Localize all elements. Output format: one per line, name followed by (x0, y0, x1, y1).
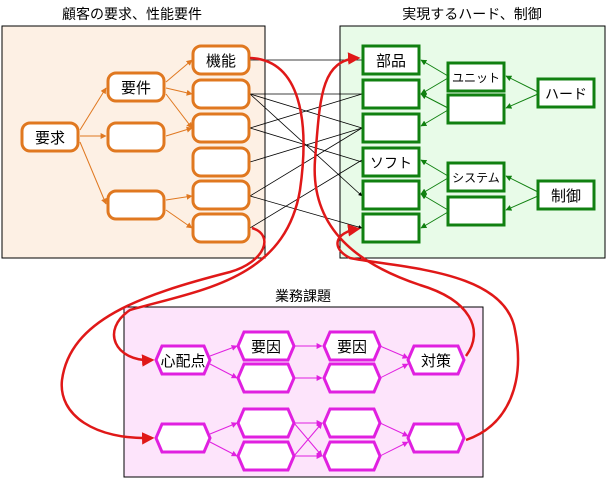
spec-box-3 (106, 189, 166, 221)
system-box (446, 161, 506, 193)
measure-label: 対策 (421, 352, 451, 370)
function-parts-links (249, 59, 363, 229)
software-label: ソフト (370, 156, 412, 172)
arrow (209, 363, 238, 379)
function-box-4 (191, 146, 251, 178)
spec-box-2 (106, 121, 166, 153)
arrow (420, 59, 449, 77)
function-box-2 (191, 78, 251, 110)
arrow (505, 75, 539, 93)
business-hexagons (154, 330, 466, 472)
parts-box-3 (361, 112, 421, 144)
link (249, 93, 363, 197)
parts-box-2 (361, 78, 421, 110)
hard-label: ハード (545, 87, 587, 103)
arrow (293, 422, 323, 457)
function-to-issue-arrow (60, 226, 266, 445)
parts-label: 部品 (376, 52, 406, 70)
link (249, 127, 363, 197)
arrow (420, 159, 449, 177)
arrow (379, 345, 409, 359)
arrow (209, 345, 238, 357)
system-label: システム (452, 171, 500, 185)
arrow (505, 93, 539, 109)
spec-label: 要件 (121, 79, 151, 97)
factor2-hex-3 (322, 407, 382, 439)
link (249, 195, 363, 229)
worry-hex (154, 344, 212, 376)
system-box-2 (446, 195, 506, 227)
unit-box-2 (446, 93, 506, 125)
software-box-2 (361, 179, 421, 211)
arrow (420, 211, 449, 229)
arrow (420, 93, 449, 109)
factor-hex-3 (236, 407, 296, 439)
arrow (79, 87, 107, 131)
arrow (505, 195, 539, 211)
arrow (165, 87, 193, 96)
arrow (165, 126, 193, 137)
factor-hex-2 (236, 362, 296, 394)
hardware-arrows (420, 59, 539, 229)
control-box (536, 179, 596, 211)
measure-hex-2 (406, 422, 466, 454)
factor2-label: 要因 (337, 338, 367, 356)
arrow (420, 193, 449, 211)
factor-label: 要因 (251, 338, 281, 356)
arrow (209, 441, 238, 457)
worry-label: 心配点 (160, 352, 205, 370)
factor2-hex-2 (322, 362, 382, 394)
function-box-6 (191, 212, 251, 244)
factor2-hex-4 (322, 440, 382, 472)
function-to-worry-arrow (112, 56, 305, 367)
factor2-hex (322, 330, 382, 362)
measure-hex (406, 344, 466, 376)
arrow (209, 422, 238, 435)
unit-label: ユニット (452, 71, 500, 85)
red-flow-arrows (60, 52, 520, 445)
function-box (191, 44, 251, 76)
arrow (165, 93, 193, 129)
unit-box (446, 61, 506, 93)
business-arrows (209, 343, 409, 459)
arrow (505, 175, 539, 193)
function-box-3 (191, 112, 251, 144)
hardware-boxes (361, 44, 596, 244)
arrow (165, 59, 193, 83)
parts-box (361, 44, 421, 76)
requirement-label: 要求 (35, 129, 65, 147)
arrow (165, 193, 193, 201)
customer-boxes (20, 44, 251, 244)
software-box (361, 146, 421, 178)
customer-arrows (79, 59, 193, 229)
arrow (379, 441, 409, 457)
customer-panel-title: 顧客の要求、性能要件 (62, 6, 202, 23)
link (249, 159, 363, 229)
function-label: 機能 (206, 52, 236, 70)
link (249, 93, 363, 129)
arrow (165, 209, 193, 229)
hard-box (536, 77, 596, 109)
software-box-3 (361, 212, 421, 244)
requirement-box (20, 121, 80, 153)
factor-hex (236, 330, 296, 362)
hardware-panel-title: 実現するハード、制御 (402, 7, 541, 23)
arrow (420, 177, 449, 195)
arrow (379, 363, 409, 379)
business-panel-title: 業務課題 (275, 289, 331, 305)
arrow (379, 422, 409, 437)
function-box-5 (191, 179, 251, 211)
worry-hex-2 (154, 422, 212, 454)
factor-hex-4 (236, 440, 296, 472)
arrow (79, 141, 107, 205)
spec-box (106, 71, 166, 103)
arrow (420, 109, 449, 127)
control-label: 制御 (551, 187, 581, 205)
arrow (420, 77, 449, 95)
issue-measure-to-software-arrow (336, 224, 520, 442)
